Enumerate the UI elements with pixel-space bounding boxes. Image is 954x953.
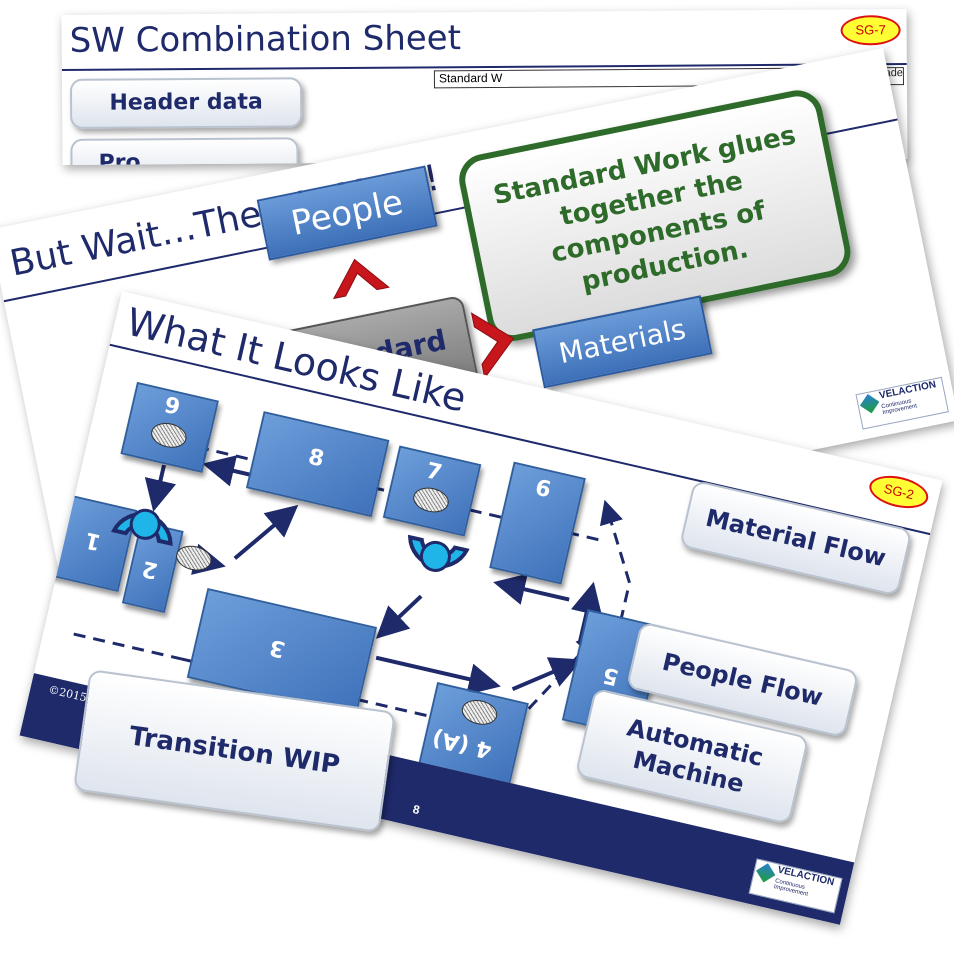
slide-middle: But Wait…There’s More! People Standard W… (0, 47, 954, 603)
chevron-right-icon (470, 312, 515, 380)
velaction-logo: VELACTION Continuous Improvement (855, 376, 949, 430)
operator-icon (408, 534, 470, 572)
slide-badge: SG-7 (840, 15, 901, 46)
slide-front: What It Looks Like SG-2 (19, 291, 943, 925)
slide-title: SW Combination Sheet (69, 18, 462, 61)
velaction-logo: VELACTION Continuous Improvement (748, 858, 843, 914)
page-number: 8 (411, 802, 422, 818)
velaction-logo-icon (859, 394, 880, 414)
header-data-callout: Header data (69, 77, 303, 129)
chevron-up-icon (332, 258, 390, 300)
operator-icon (111, 508, 173, 547)
second-callout: Pro (70, 137, 299, 165)
quote-text: Standard Work glues together the compone… (490, 120, 799, 298)
velaction-logo-icon (756, 863, 776, 883)
